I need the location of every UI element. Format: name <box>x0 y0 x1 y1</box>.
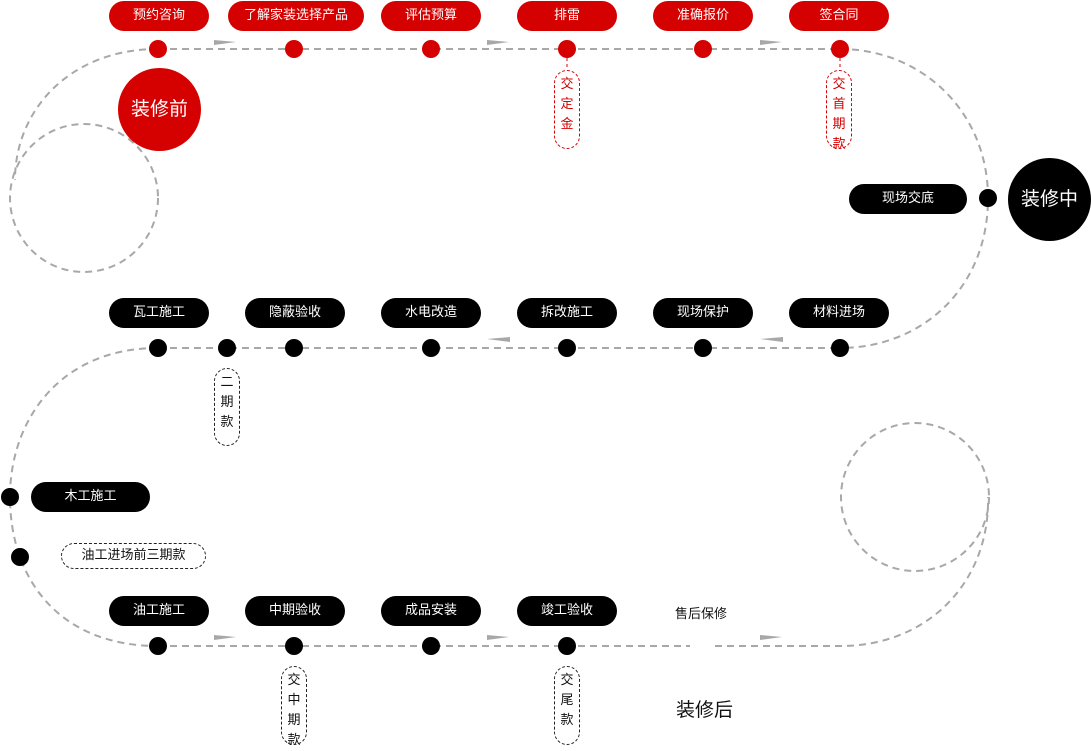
step-contract: 签合同 <box>789 1 889 31</box>
row1-dot-6 <box>831 40 849 58</box>
carpentry-dot <box>1 488 19 506</box>
row2-dot-6 <box>831 339 849 357</box>
step-choose-products: 了解家装选择产品 <box>228 1 364 31</box>
row3-dot-1 <box>149 637 167 655</box>
handover-dot <box>979 189 997 207</box>
decor-circle-right <box>840 422 990 572</box>
step-risk-check: 排雷 <box>517 1 617 31</box>
payment-mid: 交中期款 <box>281 666 307 748</box>
arrow-right-3 <box>760 40 782 45</box>
step-hidden-inspection: 隐蔽验收 <box>245 298 345 328</box>
step-after-sales: 售后保修 <box>675 607 728 622</box>
payment-first: 交首期款 <box>826 70 852 152</box>
payment-final: 交尾款 <box>554 666 580 745</box>
step-tiling: 瓦工施工 <box>109 298 209 328</box>
step-demolition: 拆改施工 <box>517 298 617 328</box>
arrow-right-5 <box>487 635 509 640</box>
row1-dot-4 <box>558 40 576 58</box>
phase-after: 装修后 <box>676 699 734 721</box>
arrow-left-2 <box>487 337 510 342</box>
step-site-protection: 现场保护 <box>653 298 753 328</box>
arrow-right-2 <box>487 40 509 45</box>
row3-dot-2 <box>285 637 303 655</box>
payment-third: 油工进场前三期款 <box>61 543 206 569</box>
arrow-right-6 <box>760 635 782 640</box>
step-mid-inspection: 中期验收 <box>245 596 345 626</box>
row2-dot-4 <box>558 339 576 357</box>
row1-dot-1 <box>149 40 167 58</box>
row3-dot-3 <box>422 637 440 655</box>
payment-deposit: 交定金 <box>554 70 580 149</box>
row1-dot-2 <box>285 40 303 58</box>
row2-dot-2 <box>285 339 303 357</box>
step-handover: 现场交底 <box>849 184 967 214</box>
step-installation: 成品安装 <box>381 596 481 626</box>
arrow-right-1 <box>214 40 236 45</box>
row3-line-end <box>715 496 990 647</box>
row1-dot-3 <box>422 40 440 58</box>
paint-payment-dot <box>11 548 29 566</box>
step-budget: 评估预算 <box>381 1 481 31</box>
step-consultation: 预约咨询 <box>109 1 209 31</box>
step-final-inspection: 竣工验收 <box>517 596 617 626</box>
step-plumbing-electric: 水电改造 <box>381 298 481 328</box>
row3-dot-4 <box>558 637 576 655</box>
phase-before: 装修前 <box>118 68 201 151</box>
row1-dot-5 <box>694 40 712 58</box>
step-carpentry: 木工施工 <box>31 482 150 512</box>
step-materials: 材料进场 <box>789 298 889 328</box>
payment-second: 二期款 <box>214 368 240 446</box>
step-painting: 油工施工 <box>109 596 209 626</box>
row2-dot-3 <box>422 339 440 357</box>
phase-during: 装修中 <box>1008 158 1091 241</box>
decor-circle-left <box>9 123 159 273</box>
entry-curve <box>14 48 159 181</box>
arrow-left-1 <box>760 337 783 342</box>
row2-dot-5 <box>694 339 712 357</box>
row2-dot-1 <box>149 339 167 357</box>
step-quote: 准确报价 <box>653 1 753 31</box>
row2-dot-payment <box>218 339 236 357</box>
arrow-right-4 <box>214 635 236 640</box>
